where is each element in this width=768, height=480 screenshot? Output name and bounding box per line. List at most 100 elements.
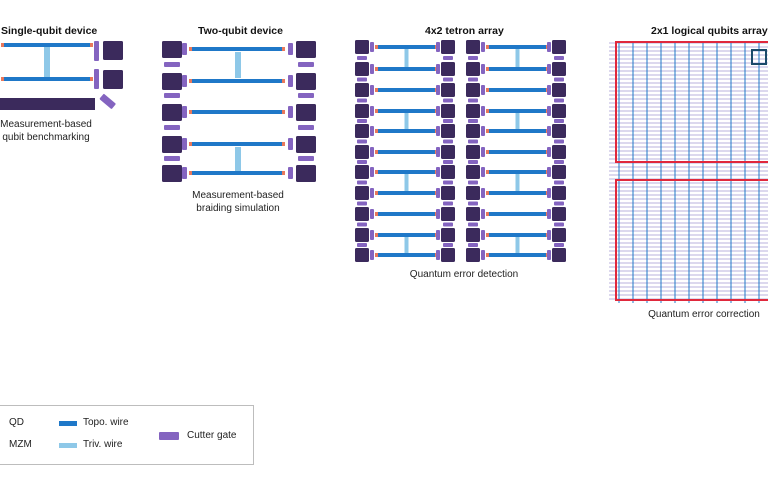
mzm — [486, 191, 489, 195]
cutter-gate — [547, 188, 551, 198]
cutter-gate — [443, 98, 453, 103]
cutter-gate — [436, 85, 440, 95]
mzm — [1, 77, 4, 81]
cutter-gate — [99, 93, 116, 109]
quantum-dot — [355, 207, 369, 221]
quantum-dot — [296, 165, 316, 182]
cutter-gate — [357, 180, 367, 185]
quantum-dot — [466, 248, 480, 262]
cutter-gate — [357, 119, 367, 123]
mzm — [189, 79, 192, 83]
caption-line: braiding simulation — [196, 203, 280, 214]
topo-wire — [190, 171, 284, 175]
cutter-gate — [370, 230, 374, 240]
cutter-gate — [357, 160, 367, 164]
cutter-gate — [554, 243, 564, 247]
cutter-gate — [468, 98, 478, 103]
cutter-gate — [436, 126, 440, 136]
cutter-gate — [481, 209, 485, 219]
cutter-gate — [554, 139, 564, 144]
cutter-gate — [468, 139, 478, 144]
quantum-dot — [466, 145, 480, 159]
topo-wire — [487, 212, 548, 216]
cutter-gate — [547, 147, 551, 157]
quantum-dot — [162, 41, 182, 58]
cutter-gate — [436, 42, 440, 52]
cutter-gate — [468, 56, 478, 60]
trivial-wire — [404, 237, 409, 253]
cutter-gate — [547, 85, 551, 95]
panel-title-single-qubit: Single-qubit device — [1, 25, 98, 37]
topo-wire — [376, 212, 437, 216]
cutter-gate — [481, 188, 485, 198]
trivial-wire — [515, 174, 520, 191]
cutter-gate — [436, 188, 440, 198]
quantum-dot — [296, 73, 316, 90]
cutter-gate — [370, 42, 374, 52]
cutter-gate — [547, 250, 551, 260]
cutter-gate — [547, 106, 551, 116]
cutter-gate — [357, 77, 367, 82]
caption-line: qubit benchmarking — [2, 132, 90, 143]
trivial-wire — [44, 47, 50, 77]
cutter-gate — [468, 222, 478, 227]
topo-wire — [487, 109, 548, 113]
quantum-dot — [162, 136, 182, 153]
mzm — [282, 142, 285, 146]
quantum-dot — [552, 228, 566, 242]
cutter-gate — [443, 119, 453, 123]
quantum-dot — [552, 83, 566, 97]
legend-qd-label: QD — [9, 417, 24, 428]
topo-wire — [487, 67, 548, 71]
quantum-dot — [355, 62, 369, 76]
trivial-wire — [404, 174, 409, 191]
mzm — [375, 129, 378, 133]
legend-triv-wire-swatch — [59, 443, 77, 448]
cutter-gate — [298, 93, 314, 98]
cutter-gate — [481, 230, 485, 240]
trivial-wire — [235, 52, 241, 78]
cutter-gate — [436, 106, 440, 116]
mzm — [90, 77, 93, 81]
mzm — [282, 79, 285, 83]
topo-wire — [376, 233, 437, 237]
quantum-dot — [552, 104, 566, 118]
topo-wire — [2, 77, 92, 81]
quantum-dot — [441, 186, 455, 200]
quantum-dot — [552, 165, 566, 179]
cutter-gate — [182, 167, 187, 179]
topo-wire — [487, 150, 548, 154]
topo-wire — [376, 150, 437, 154]
cutter-gate — [298, 62, 314, 67]
cutter-gate — [468, 243, 478, 247]
cutter-gate — [468, 180, 478, 185]
quantum-dot — [466, 228, 480, 242]
cutter-gate — [182, 43, 187, 55]
cutter-gate — [357, 98, 367, 103]
cutter-gate — [481, 64, 485, 74]
cutter-gate — [182, 138, 187, 150]
cutter-gate — [357, 222, 367, 227]
caption-line: Quantum error detection — [409, 269, 519, 280]
quantum-dot — [466, 62, 480, 76]
cutter-gate — [554, 222, 564, 227]
quantum-dot — [355, 228, 369, 242]
cutter-gate — [357, 243, 367, 247]
quantum-dot — [466, 83, 480, 97]
cutter-gate — [481, 42, 485, 52]
cutter-gate — [443, 77, 453, 82]
cutter-gate — [554, 56, 564, 60]
quantum-dot — [441, 228, 455, 242]
mzm — [486, 233, 489, 237]
quantum-dot — [355, 186, 369, 200]
highlight-marker — [751, 49, 767, 65]
trivial-wire — [515, 49, 520, 67]
quantum-dot — [355, 248, 369, 262]
mzm — [375, 150, 378, 154]
cutter-gate — [481, 167, 485, 177]
quantum-dot — [355, 104, 369, 118]
quantum-dot — [296, 136, 316, 153]
mzm — [282, 171, 285, 175]
quantum-dot — [441, 124, 455, 138]
mzm — [375, 233, 378, 237]
